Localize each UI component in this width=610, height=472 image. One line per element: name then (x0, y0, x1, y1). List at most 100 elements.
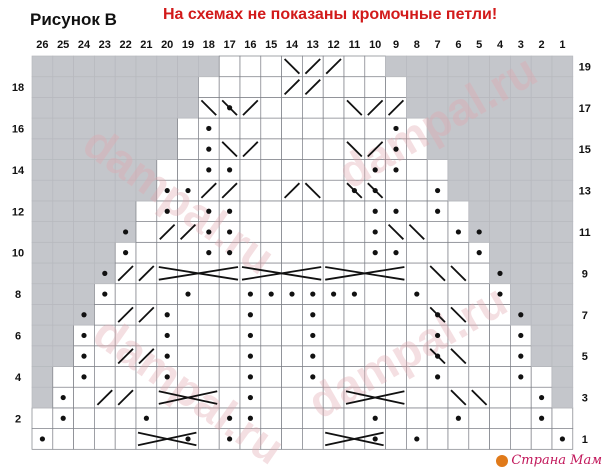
purl-dot (476, 250, 482, 256)
left-decrease-slash (471, 389, 488, 406)
empty-cell (31, 262, 54, 285)
edge-stitch-note: На схемах не показаны кромочные петли! (163, 6, 498, 23)
purl-dot (393, 250, 399, 256)
empty-cell (530, 262, 553, 285)
corner-watermark-text: Страна Мам (511, 453, 602, 468)
right-decrease-slash (367, 141, 384, 158)
empty-cell (73, 179, 95, 202)
column-number: 5 (476, 39, 482, 51)
purl-dot (497, 270, 503, 276)
pattern-cell (260, 117, 282, 140)
pattern-cell (385, 304, 407, 326)
pattern-cell (322, 76, 345, 98)
right-decrease-slash (159, 223, 176, 240)
empty-cell (551, 221, 574, 243)
purl-dot (185, 291, 191, 297)
empty-cell (156, 76, 178, 98)
empty-cell (31, 76, 54, 98)
empty-cell (551, 55, 574, 78)
cable-cross-line (345, 390, 405, 405)
pattern-cell (385, 283, 407, 305)
right-decrease-slash (283, 182, 301, 199)
empty-cell (156, 97, 178, 119)
left-decrease-slash (408, 223, 425, 240)
empty-cell (468, 200, 490, 222)
purl-dot (81, 332, 87, 339)
empty-cell (530, 200, 553, 222)
pattern-cell (156, 283, 178, 305)
empty-cell (31, 97, 54, 119)
empty-cell (94, 55, 116, 78)
purl-dot (227, 250, 233, 256)
empty-cell (52, 200, 74, 222)
empty-cell (31, 386, 54, 409)
purl-dot (351, 187, 357, 194)
pattern-cell (260, 97, 282, 119)
purl-dot (81, 312, 87, 318)
empty-cell (114, 97, 137, 119)
purl-dot (414, 291, 420, 297)
pattern-cell (302, 117, 324, 140)
purl-dot (331, 291, 337, 297)
pattern-cell (406, 262, 428, 285)
pattern-cell (281, 241, 303, 264)
empty-cell (31, 241, 54, 264)
empty-cell (52, 283, 74, 305)
right-decrease-slash (179, 223, 197, 240)
pattern-cell (426, 386, 449, 409)
purl-dot (372, 436, 378, 442)
pattern-cell (489, 366, 511, 388)
purl-dot (518, 353, 524, 359)
purl-dot (39, 436, 46, 442)
empty-cell (73, 200, 95, 222)
empty-cell (510, 241, 532, 264)
column-number: 13 (307, 39, 319, 51)
pattern-cell (385, 179, 407, 202)
empty-cell (52, 345, 74, 367)
cable-cross-line (158, 266, 239, 281)
pattern-cell (302, 159, 324, 181)
left-decrease-slash (450, 306, 467, 323)
cable-cross-line (325, 266, 405, 281)
pattern-cell (218, 304, 241, 326)
purl-dot (206, 167, 212, 173)
pattern-cell (281, 386, 303, 409)
left-decrease-slash (429, 265, 446, 282)
pattern-cell (447, 428, 470, 450)
column-number: 9 (393, 39, 399, 51)
pattern-cell (218, 55, 241, 78)
right-decrease-slash (283, 79, 301, 96)
empty-cell (551, 138, 574, 160)
purl-dot (414, 436, 420, 442)
empty-cell (31, 324, 54, 347)
empty-cell (31, 366, 54, 388)
empty-cell (94, 200, 116, 222)
column-number: 15 (265, 39, 277, 51)
empty-cell (52, 138, 74, 160)
empty-cell (489, 138, 511, 160)
pattern-cell (218, 283, 241, 305)
empty-cell (135, 97, 158, 119)
pattern-cell (260, 386, 282, 409)
pattern-cell (239, 76, 262, 98)
pattern-cell (385, 262, 407, 285)
pattern-cell (31, 407, 54, 429)
empty-cell (52, 97, 74, 119)
empty-cell (489, 159, 511, 181)
purl-dot (164, 374, 170, 380)
left-decrease-slash (450, 265, 467, 282)
purl-dot (102, 270, 108, 276)
purl-dot (289, 291, 295, 297)
purl-dot (539, 394, 545, 401)
empty-cell (177, 97, 199, 119)
empty-cell (530, 283, 553, 305)
pattern-cell (322, 221, 345, 243)
column-number: 12 (327, 39, 339, 51)
empty-cell (406, 55, 428, 78)
purl-dot (247, 415, 253, 421)
empty-cell (52, 304, 74, 326)
purl-dot (143, 415, 149, 421)
purl-dot (247, 312, 253, 318)
purl-dot (206, 125, 212, 132)
cable-cross-line (137, 431, 197, 447)
